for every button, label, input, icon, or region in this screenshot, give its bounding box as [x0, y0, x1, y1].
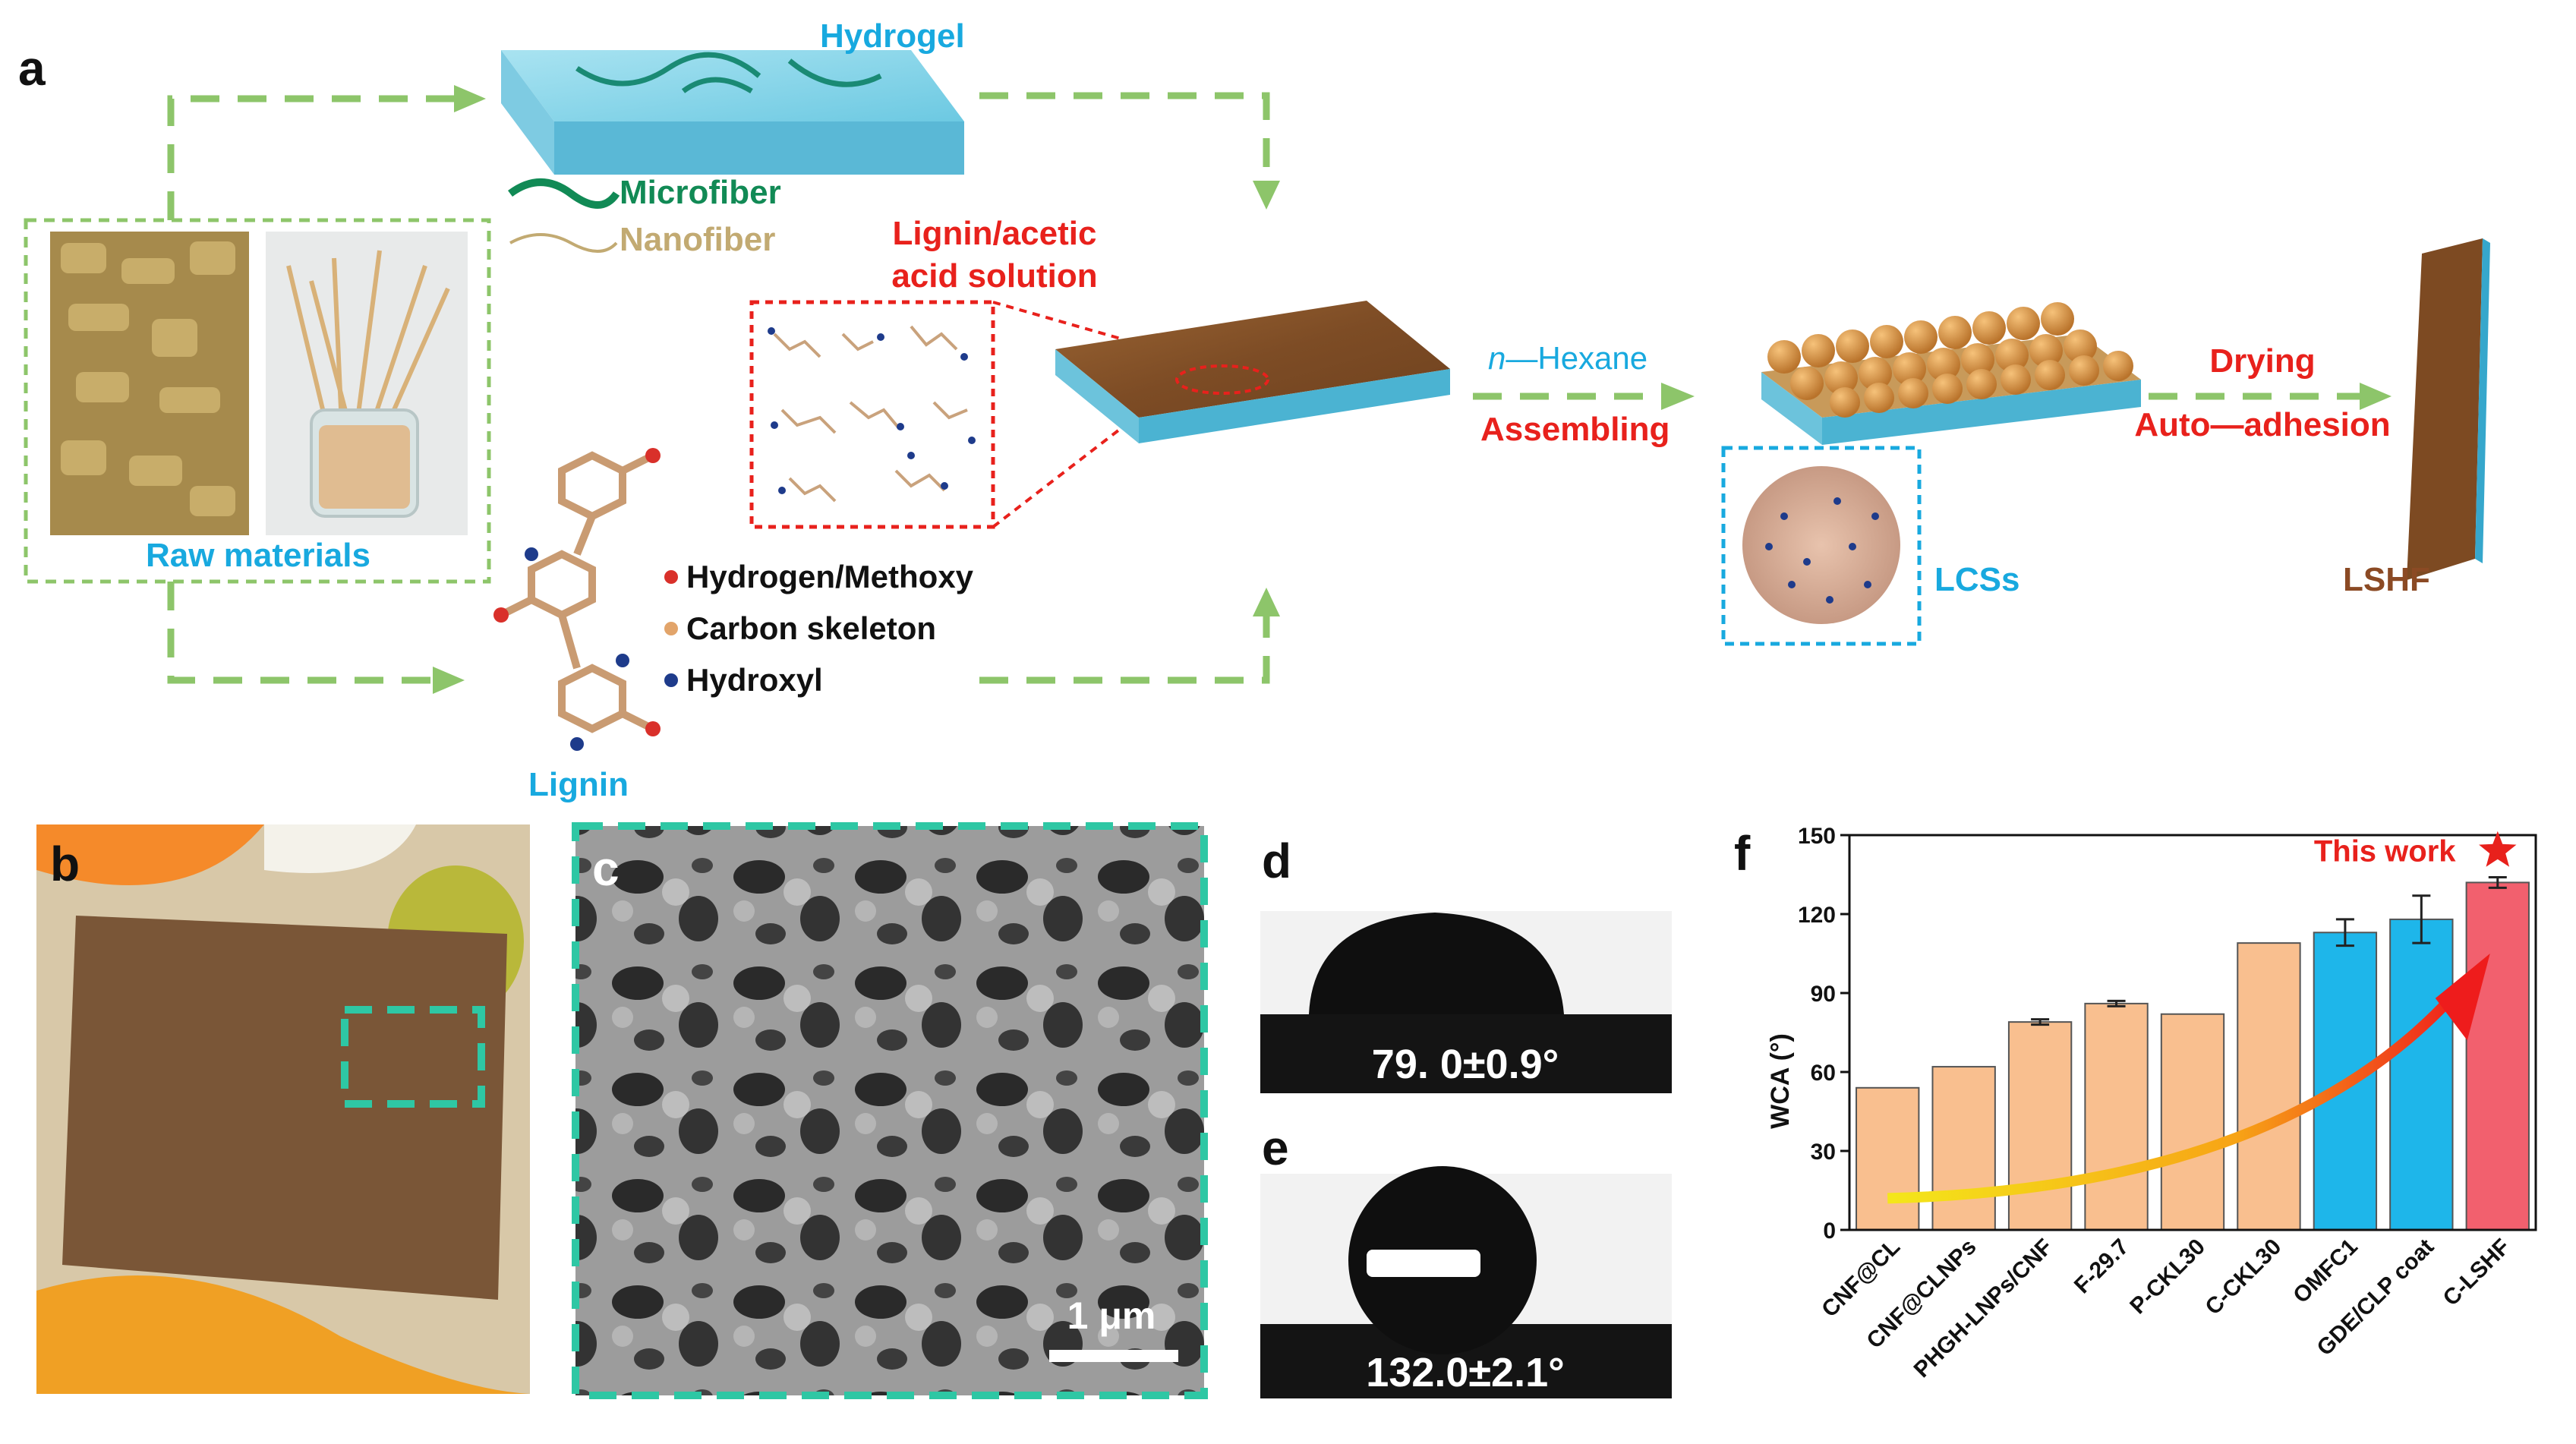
assembling-label: Assembling: [1480, 411, 1670, 448]
sunflower-petals: [36, 1275, 530, 1394]
flow-arrows: [167, 85, 2392, 694]
lignin-solution-molecules: [773, 325, 968, 503]
panel-e: e 132.0±2.1°: [1260, 1121, 1672, 1398]
nanofiber-swatch: [509, 233, 618, 253]
coated-slab: [1055, 301, 1450, 443]
x-tick-label: OMFC1: [2288, 1234, 2363, 1309]
this-work-label: This work: [2314, 835, 2456, 869]
drying-label: Drying: [2209, 342, 2315, 380]
y-axis-label: WCA (°): [1766, 1033, 1795, 1129]
trend-arrow: [1887, 976, 2472, 1204]
y-tick-label: 30: [1811, 1140, 1836, 1165]
x-tick-label: P-CKL30: [2125, 1234, 2210, 1319]
y-tick-label: 120: [1798, 903, 1836, 928]
x-tick-label: PHGH-LNPs/CNF: [1909, 1234, 2057, 1383]
wood-chips-photo: [50, 232, 249, 535]
lignin-label: Lignin: [528, 766, 629, 803]
y-tick-label: 60: [1811, 1061, 1836, 1086]
scale-bar: [1049, 1350, 1178, 1362]
panel-e-label: e: [1262, 1121, 1289, 1175]
lcs-slab: [1761, 302, 2141, 445]
droplet-e-highlight: [1367, 1250, 1480, 1277]
panel-b-label: b: [50, 837, 80, 891]
lshf-film: [2407, 238, 2490, 580]
microfiber-swatch: [508, 178, 620, 209]
raw-materials-box: [24, 218, 491, 584]
hydrogel-label: Hydrogel: [820, 17, 965, 55]
bar: [2465, 881, 2530, 1231]
flower-petal-white: [264, 824, 416, 873]
x-tick-label: C-CKL30: [2200, 1234, 2286, 1320]
nanofiber-label: Nanofiber: [620, 221, 775, 258]
lcss-label: LCSs: [1934, 561, 2019, 598]
hydrogen-methoxy-dot: [664, 570, 678, 584]
y-tick-label: 0: [1823, 1219, 1836, 1244]
panel-a-label: a: [18, 41, 46, 96]
lcs-sphere: [1742, 466, 1900, 624]
bar: [2237, 942, 2301, 1231]
panel-d-label: d: [1262, 834, 1291, 888]
lignin-solution-dots: [768, 327, 976, 494]
carbon-skeleton-dot: [664, 622, 678, 635]
star-icon: [2479, 831, 2517, 867]
lignin-molecule: [499, 451, 655, 733]
bar: [1856, 1086, 1920, 1231]
raw-materials-label: Raw materials: [146, 537, 370, 574]
lignin-atoms: [493, 448, 661, 751]
angle-e-label: 132.0±2.1°: [1366, 1350, 1564, 1395]
x-tick-label: C-LSHF: [2439, 1234, 2515, 1311]
toothpick-jar-photo: [266, 232, 468, 535]
bar: [2007, 1021, 2073, 1231]
bar: [2084, 1002, 2149, 1231]
lshf-label: LSHF: [2343, 561, 2430, 598]
bar: [2160, 1013, 2225, 1231]
droplet-d-substrate: [1260, 1014, 1672, 1093]
lignin-solution-label-2: acid solution: [891, 257, 1097, 295]
lignin-solution-label-1: Lignin/acetic: [893, 215, 1097, 252]
panel-a: a Hydrogel Microfiber Nanofiber: [18, 17, 2490, 803]
sem-frame: [572, 822, 1208, 1399]
lcs-sphere-dots: [1765, 497, 1879, 604]
lcs-zoom-box: [1721, 446, 1922, 646]
auto-adhesion-label: Auto—adhesion: [2134, 406, 2390, 443]
hydroxyl-dot: [664, 673, 678, 687]
y-tick-label: 90: [1811, 982, 1836, 1007]
bar: [2389, 918, 2454, 1231]
sem-image: [575, 826, 1204, 1395]
angle-d-label: 79. 0±0.9°: [1372, 1042, 1559, 1087]
legend-hydrogen-methoxy: Hydrogen/Methoxy: [686, 559, 974, 594]
legend-carbon-skeleton: Carbon skeleton: [686, 610, 936, 646]
panel-b-zoom-box: [341, 1006, 485, 1108]
x-tick-label: F-29.7: [2070, 1234, 2134, 1299]
plot-frame: [1848, 834, 2537, 1231]
panel-c: c 1 μm: [572, 822, 1208, 1399]
panel-f-label: f: [1734, 826, 1751, 881]
microfiber-label: Microfiber: [620, 174, 781, 211]
panel-c-label: c: [592, 841, 620, 896]
legend-hydroxyl: Hydroxyl: [686, 662, 823, 698]
bar: [1931, 1066, 1996, 1231]
y-tick-label: 150: [1798, 824, 1836, 849]
flower-petal-orange: [36, 824, 264, 885]
trend-arrowhead: [2435, 954, 2490, 1041]
panel-b: b: [36, 824, 530, 1394]
droplet-d: [1309, 913, 1564, 1014]
panel-d: d 79. 0±0.9°: [1260, 834, 1672, 1093]
hexane-label: n—Hexane: [1488, 340, 1647, 376]
hydrogel-slab: [501, 50, 964, 175]
scale-bar-label: 1 μm: [1067, 1294, 1156, 1337]
